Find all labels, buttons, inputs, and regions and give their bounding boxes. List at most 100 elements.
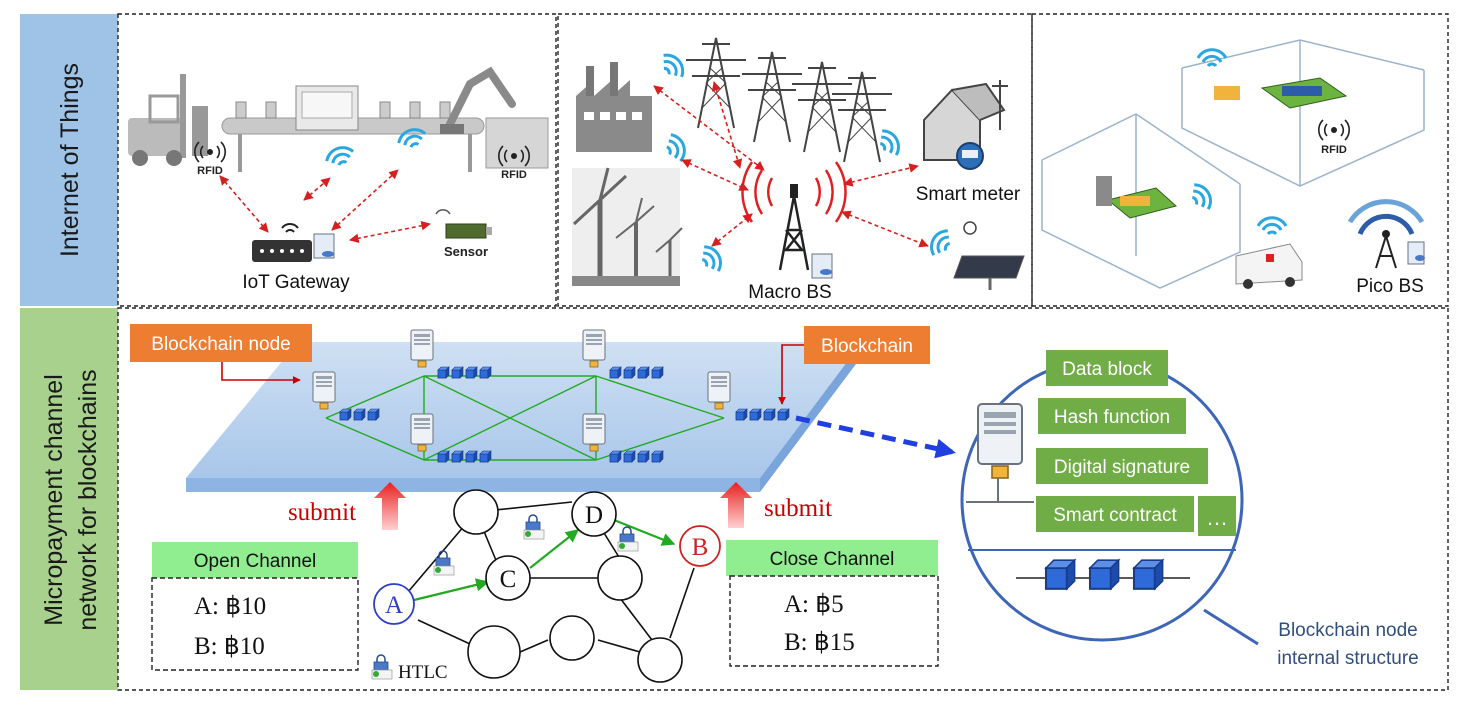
internal-block-icons bbox=[1044, 559, 1164, 590]
graph-node-b bbox=[679, 525, 721, 567]
open-channel-title: Open Channel bbox=[194, 551, 317, 572]
blockchain-callout bbox=[804, 326, 930, 364]
gateway-link-arrows bbox=[219, 169, 431, 244]
blockchain-node-callout bbox=[130, 324, 312, 362]
smart-meter-icon bbox=[956, 142, 984, 170]
smart-meter-label: Smart meter bbox=[916, 184, 1021, 205]
sensor-icon bbox=[435, 209, 492, 239]
wifi-icon bbox=[322, 142, 358, 171]
submit-arrow-right bbox=[720, 482, 752, 528]
caption-connector bbox=[1203, 608, 1259, 646]
graph-node-c-label: C bbox=[500, 566, 517, 593]
panel-health bbox=[1031, 13, 1449, 307]
wifi-icon bbox=[925, 225, 957, 261]
data-block-label: Data block bbox=[1062, 359, 1152, 380]
node-callout-connector bbox=[221, 362, 301, 384]
digital-signature-label: Digital signature bbox=[1054, 457, 1190, 478]
more-items-box bbox=[1198, 496, 1236, 536]
energy-link-arrows bbox=[653, 81, 929, 248]
open-channel-header bbox=[152, 542, 358, 578]
ambulance-icon bbox=[1235, 243, 1303, 289]
iot-gateway-icon bbox=[252, 223, 335, 262]
rfid-label-left: RFID bbox=[197, 165, 223, 177]
graph-node bbox=[467, 625, 521, 679]
close-channel-balance-b: B: ฿15 bbox=[784, 629, 855, 656]
iot-gateway-label: IoT Gateway bbox=[242, 272, 350, 293]
digital-signature-box bbox=[1036, 448, 1208, 484]
hospital-room-back bbox=[1181, 39, 1425, 187]
sidebar-iot-label: Internet of Things bbox=[56, 63, 84, 257]
rfid-tag-right bbox=[498, 145, 530, 167]
submit-label-left: submit bbox=[288, 499, 356, 526]
hash-function-label: Hash function bbox=[1054, 407, 1170, 428]
macro-bs-label: Macro BS bbox=[748, 282, 831, 303]
panel-industrial bbox=[117, 13, 557, 307]
graph-node-d bbox=[571, 491, 617, 537]
graph-node bbox=[597, 555, 643, 601]
htlc-lock-icon bbox=[433, 550, 455, 576]
blockchain-plate-front bbox=[186, 478, 760, 492]
factory-illustration bbox=[576, 62, 652, 152]
rfid-tag-hospital bbox=[1318, 119, 1350, 141]
graph-node bbox=[453, 489, 499, 535]
graph-node-a bbox=[373, 583, 415, 625]
close-channel-header bbox=[726, 540, 938, 576]
chain-callout-connector bbox=[778, 344, 804, 405]
wifi-icon bbox=[655, 48, 690, 84]
graph-node-b-label: B bbox=[692, 534, 709, 561]
channel-network-payment-path bbox=[413, 518, 676, 602]
graph-node-a-label: A bbox=[385, 592, 403, 619]
open-channel-box bbox=[151, 577, 359, 671]
blockchain-plate-side bbox=[760, 342, 862, 492]
wifi-icon bbox=[873, 125, 905, 161]
htlc-lock-icon bbox=[523, 514, 545, 540]
macro-bs-icon bbox=[741, 161, 847, 279]
htlc-lock-icon bbox=[371, 654, 393, 680]
sidebar-blockchain-panel bbox=[20, 308, 118, 690]
rfid-tag-left bbox=[194, 141, 226, 163]
open-channel-balance-a: A: ฿10 bbox=[194, 593, 266, 620]
submit-arrow-left bbox=[374, 482, 406, 530]
pico-bs-label: Pico BS bbox=[1356, 276, 1424, 297]
more-items-label: … bbox=[1206, 505, 1228, 530]
forklift-illustration bbox=[128, 74, 208, 166]
htlc-lock-icon bbox=[617, 526, 639, 552]
zoom-dashed-arrow bbox=[795, 415, 956, 459]
submit-label-right: submit bbox=[764, 495, 832, 522]
blockchain-callout-label: Blockchain bbox=[821, 336, 913, 357]
sensor-label: Sensor bbox=[444, 244, 488, 259]
internal-caption-line1: Blockchain node bbox=[1278, 620, 1417, 641]
close-channel-box bbox=[729, 575, 939, 667]
graph-node bbox=[637, 637, 683, 683]
smart-contract-box bbox=[1036, 496, 1194, 532]
hash-function-box bbox=[1038, 398, 1186, 434]
graph-node bbox=[549, 615, 595, 661]
graph-node-c bbox=[485, 555, 531, 601]
solar-panel-icon bbox=[953, 221, 1025, 290]
smart-contract-label: Smart contract bbox=[1053, 505, 1177, 526]
power-tower-icon bbox=[741, 51, 803, 143]
hospital-room-front bbox=[1041, 113, 1241, 289]
panel-blockchain bbox=[117, 307, 1449, 691]
sidebar-iot-panel bbox=[20, 14, 118, 306]
house-illustration bbox=[923, 80, 1008, 161]
power-tower-icon bbox=[831, 71, 893, 163]
wind-turbines-illustration bbox=[572, 167, 683, 286]
wifi-icon bbox=[1256, 216, 1288, 236]
sidebar-blockchain-label-line2: network for blockchains bbox=[74, 369, 102, 630]
wifi-icon bbox=[1185, 179, 1217, 215]
internal-caption-line2: internal structure bbox=[1277, 648, 1419, 669]
wifi-icon bbox=[695, 241, 727, 277]
close-channel-balance-a: A: ฿5 bbox=[784, 591, 844, 618]
sidebar-blockchain-label-line1: Micropayment channel bbox=[40, 374, 68, 626]
power-tower-icon bbox=[685, 37, 747, 129]
close-channel-title: Close Channel bbox=[770, 549, 895, 570]
blockchain-node-callout-label: Blockchain node bbox=[151, 334, 290, 355]
open-channel-balance-b: B: ฿10 bbox=[194, 633, 265, 660]
wifi-icon bbox=[661, 130, 690, 166]
blockchain-plate-top bbox=[186, 342, 862, 478]
power-tower-icon bbox=[791, 61, 853, 153]
graph-node-d-label: D bbox=[585, 502, 603, 529]
rfid-label-hospital: RFID bbox=[1321, 144, 1347, 156]
